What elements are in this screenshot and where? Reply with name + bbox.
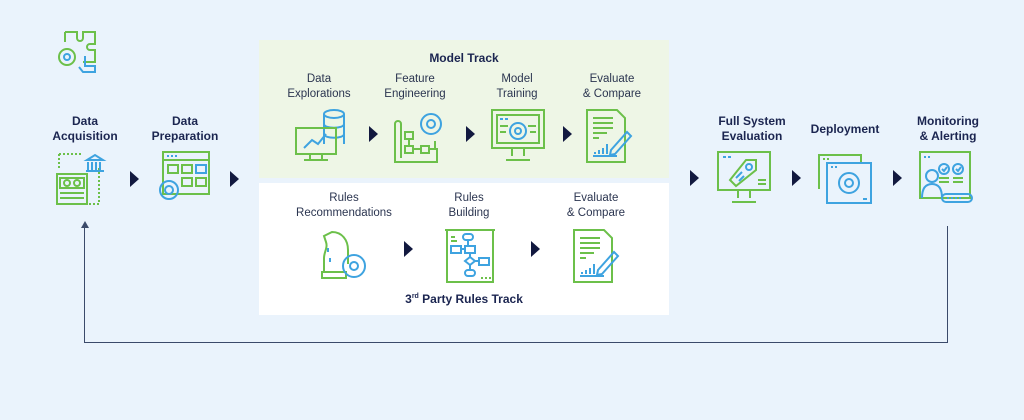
flow-arrow	[230, 171, 239, 187]
document-pen-icon	[572, 228, 624, 284]
flow-arrow	[531, 241, 540, 257]
monitor-gear-icon	[490, 108, 546, 164]
flow-arrow	[404, 241, 413, 257]
flow-arrow	[690, 170, 699, 186]
puzzle-gear-icon	[55, 30, 101, 74]
stage-label-data-acquisition: Data Acquisition	[52, 114, 118, 143]
model-step-label: Model Training	[496, 73, 538, 100]
stage-label-monitoring-alerting: Monitoring & Alerting	[917, 114, 979, 143]
dashboard-user-icon	[918, 150, 974, 206]
monitor-database-icon	[294, 108, 348, 164]
stage-label-full-system-evaluation: Full System Evaluation	[718, 114, 786, 143]
feedback-loop-line	[84, 226, 948, 343]
stage-label-data-preparation: Data Preparation	[151, 114, 219, 143]
money-bank-icon	[55, 150, 111, 206]
model-step-label: Data Explorations	[287, 73, 351, 100]
feedback-arrowhead-icon	[81, 221, 89, 228]
chess-knight-gear-icon	[318, 228, 372, 282]
flow-arrow	[893, 170, 902, 186]
windows-gear-icon	[817, 153, 873, 205]
flow-arrow	[130, 171, 139, 187]
stage-label-deployment: Deployment	[810, 122, 880, 136]
flow-arrow	[563, 126, 572, 142]
document-pen-icon	[585, 108, 637, 164]
folders-gear-icon	[155, 150, 211, 206]
rules-step-label: Rules Recommendations	[296, 192, 392, 219]
flow-arrow	[369, 126, 378, 142]
model-track-title: Model Track	[429, 51, 499, 65]
rules-track-title: 3rd Party Rules Track	[405, 292, 523, 306]
model-step-label: Evaluate & Compare	[582, 73, 642, 100]
flow-arrow	[466, 126, 475, 142]
flow-arrow	[792, 170, 801, 186]
blueprint-gear-icon	[393, 108, 447, 164]
model-step-label: Feature Engineering	[384, 73, 446, 100]
rules-step-label: Rules Building	[448, 192, 490, 219]
rules-step-label: Evaluate & Compare	[566, 192, 626, 219]
flowchart-board-icon	[443, 228, 497, 284]
monitor-tag-icon	[716, 150, 772, 206]
